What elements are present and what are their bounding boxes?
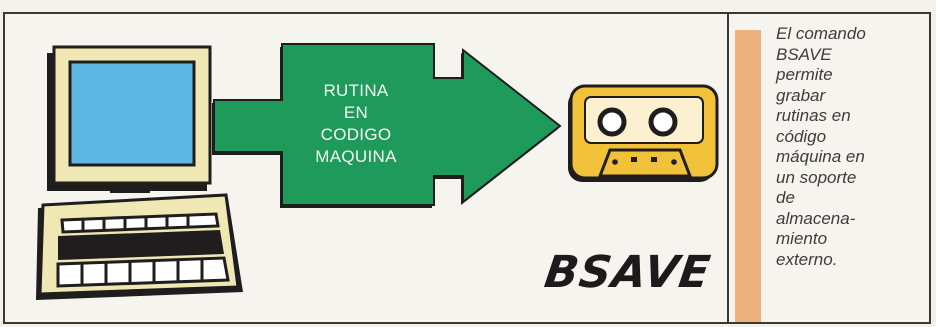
right-arrow-icon xyxy=(212,43,562,208)
caption-line: permite xyxy=(776,65,833,84)
accent-bar xyxy=(735,30,761,322)
caption-line: de xyxy=(776,188,795,207)
left-reel xyxy=(597,107,627,137)
arrow-label-line: EN xyxy=(343,103,369,122)
arrow-label-line: CODIGO xyxy=(320,125,392,144)
caption-line: grabar xyxy=(776,85,826,105)
caption-line: máquina en xyxy=(776,147,865,166)
caption-line: El comando xyxy=(776,24,866,43)
arrow-label-line: MAQUINA xyxy=(315,147,397,166)
bsave-title: BSAVE xyxy=(541,247,714,298)
caption-line: almacena- xyxy=(776,208,856,228)
arrow-label-line: RUTINA xyxy=(323,81,389,100)
caption-line: BSAVE xyxy=(776,44,832,64)
caption-text: El comando BSAVE permite grabar rutinas … xyxy=(776,24,926,270)
caption-line: rutinas en xyxy=(776,106,851,125)
panel-divider xyxy=(727,12,729,324)
caption-line: código xyxy=(776,126,827,146)
caption-line: miento xyxy=(776,229,828,248)
right-reel xyxy=(648,107,678,137)
arrow-label: RUTINA EN CODIGO MAQUINA xyxy=(286,80,426,180)
computer-icon xyxy=(36,45,243,300)
cassette-tape-icon xyxy=(568,84,719,182)
caption-line: externo. xyxy=(776,249,838,269)
screen xyxy=(68,60,196,167)
caption-line: un soporte xyxy=(776,167,857,187)
